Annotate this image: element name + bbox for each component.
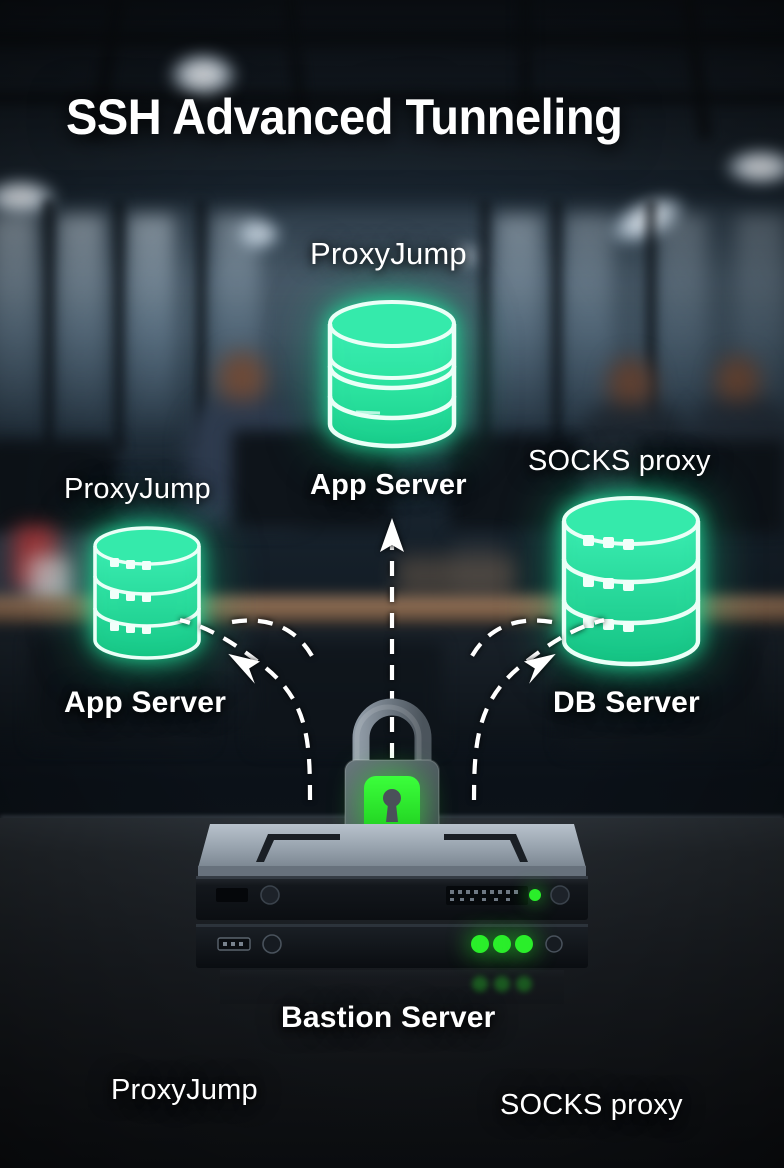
status-dots bbox=[110, 558, 151, 634]
label-socks-proxy-right: SOCKS proxy bbox=[528, 445, 711, 477]
database-icon bbox=[93, 526, 201, 660]
label-app-server-top: App Server bbox=[310, 469, 467, 501]
node-app-server-left[interactable] bbox=[88, 526, 206, 662]
status-led bbox=[493, 935, 511, 953]
label-socks-proxy-bottom: SOCKS proxy bbox=[500, 1089, 683, 1121]
server-dial bbox=[260, 885, 280, 905]
tray-bracket bbox=[444, 834, 528, 862]
server-dial bbox=[262, 934, 282, 954]
page-title: SSH Advanced Tunneling bbox=[66, 89, 623, 145]
node-db-server[interactable] bbox=[556, 496, 706, 669]
server-unit-1 bbox=[196, 876, 588, 920]
keyhole-icon bbox=[383, 789, 401, 822]
status-led bbox=[471, 935, 489, 953]
status-led bbox=[529, 889, 541, 901]
label-bastion-server: Bastion Server bbox=[281, 1001, 496, 1034]
server-top-tray bbox=[198, 824, 586, 868]
label-proxyjump-left: ProxyJump bbox=[64, 473, 211, 505]
tray-bracket bbox=[256, 834, 340, 862]
status-led bbox=[515, 935, 533, 953]
database-icon bbox=[327, 300, 457, 449]
server-dial bbox=[545, 935, 563, 953]
label-proxyjump-bottom: ProxyJump bbox=[111, 1074, 258, 1106]
server-unit-2 bbox=[196, 924, 588, 968]
server-vent bbox=[216, 888, 248, 902]
server-dial bbox=[550, 885, 570, 905]
node-app-server-top[interactable] bbox=[322, 300, 462, 452]
bastion-server-stack[interactable] bbox=[190, 816, 594, 1006]
label-app-server-left: App Server bbox=[64, 686, 227, 719]
label-db-server-right: DB Server bbox=[553, 686, 700, 719]
server-port-bank bbox=[446, 886, 528, 905]
database-icon bbox=[561, 496, 701, 667]
label-proxyjump-top: ProxyJump bbox=[310, 236, 467, 271]
